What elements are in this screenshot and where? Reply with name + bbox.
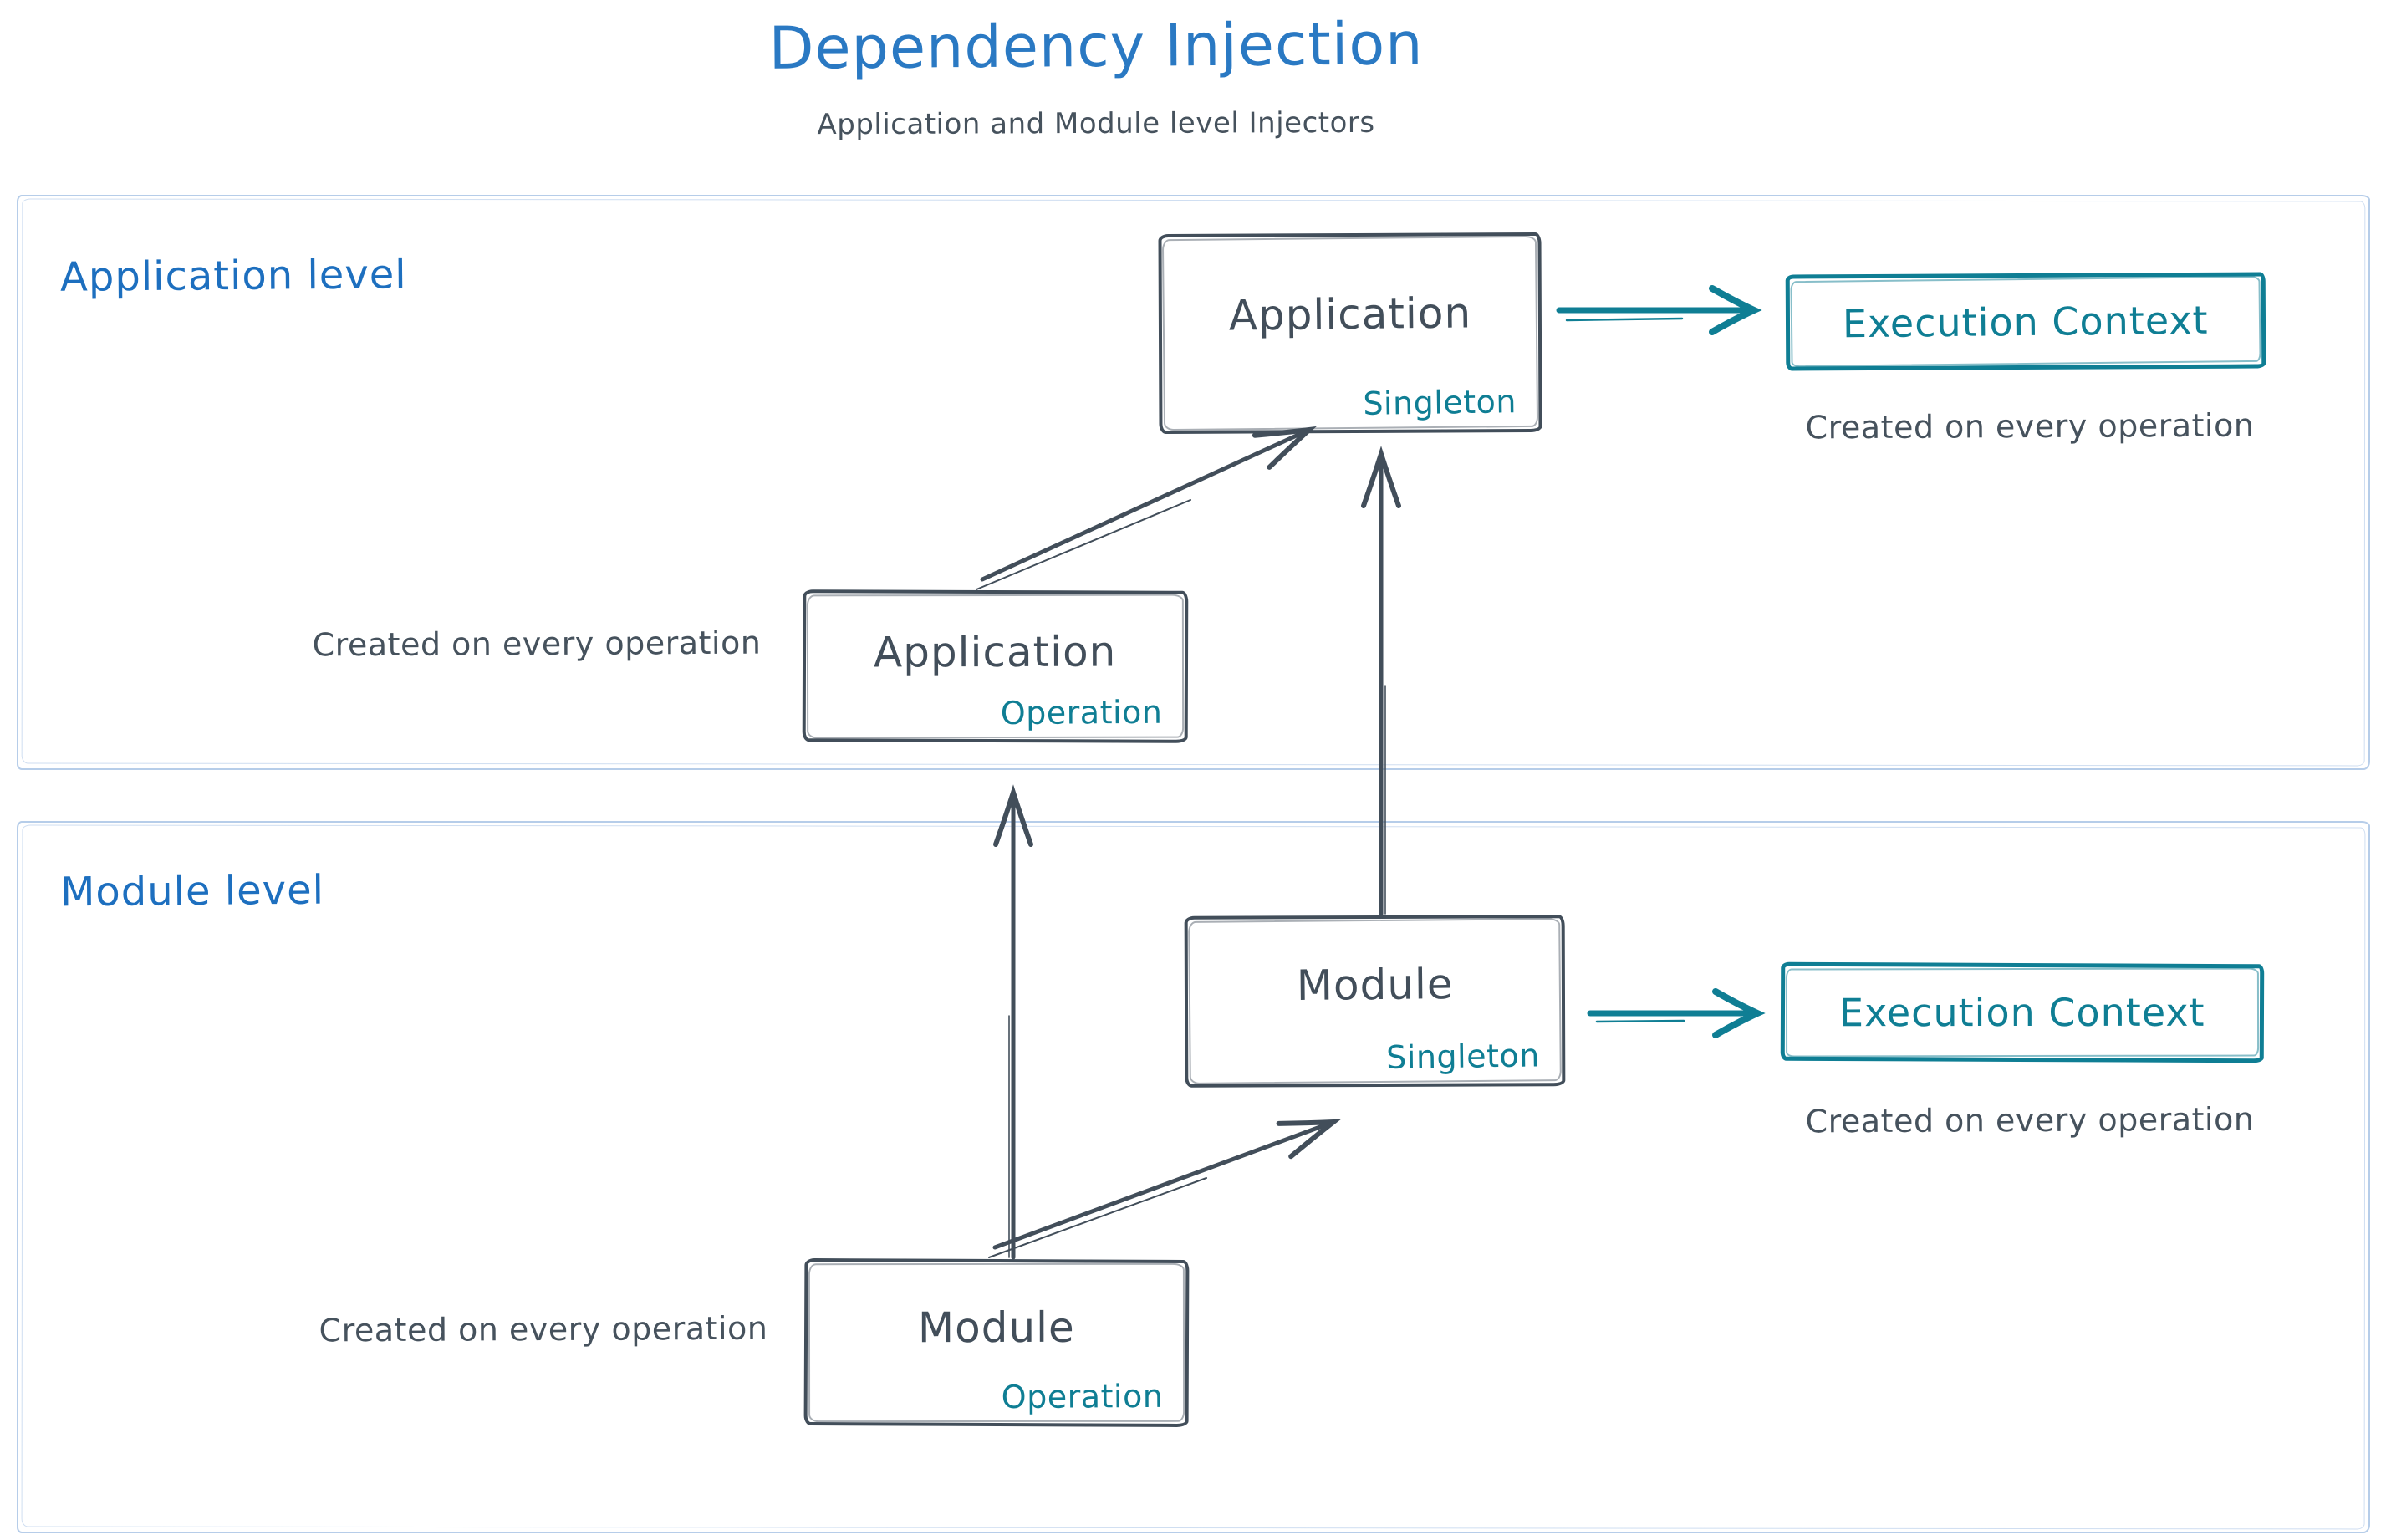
application-level-label: Application level (59, 251, 407, 301)
module-operation-box: Module Operation (803, 1257, 1190, 1428)
application-execution-context-title: Execution Context (1842, 297, 2210, 346)
module-execution-context-box: Execution Context (1780, 961, 2265, 1063)
module-singleton-title: Module (1296, 959, 1454, 1010)
application-execution-context-caption: Created on every operation (1805, 406, 2255, 446)
module-execution-context-title: Execution Context (1839, 989, 2205, 1036)
module-singleton-scope: Singleton (1386, 1037, 1541, 1076)
application-execution-context-box: Execution Context (1785, 272, 2266, 371)
diagram-subtitle: Application and Module level Injectors (817, 105, 1375, 142)
application-singleton-title: Application (1228, 288, 1472, 340)
module-operation-caption: Created on every operation (319, 1309, 768, 1349)
module-singleton-box: Module Singleton (1184, 915, 1566, 1088)
application-singleton-box: Application Singleton (1158, 232, 1542, 434)
module-level-container (17, 821, 2370, 1533)
module-level-label: Module level (59, 866, 325, 916)
module-execution-context-caption: Created on every operation (1805, 1100, 2255, 1140)
application-operation-scope: Operation (1001, 693, 1163, 732)
application-singleton-scope: Singleton (1363, 383, 1517, 422)
module-operation-title: Module (917, 1303, 1075, 1353)
application-operation-box: Application Operation (802, 589, 1189, 743)
diagram-title: Dependency Injection (768, 9, 1424, 83)
application-operation-caption: Created on every operation (312, 624, 762, 664)
application-level-container (17, 195, 2370, 770)
module-operation-scope: Operation (1001, 1377, 1164, 1416)
